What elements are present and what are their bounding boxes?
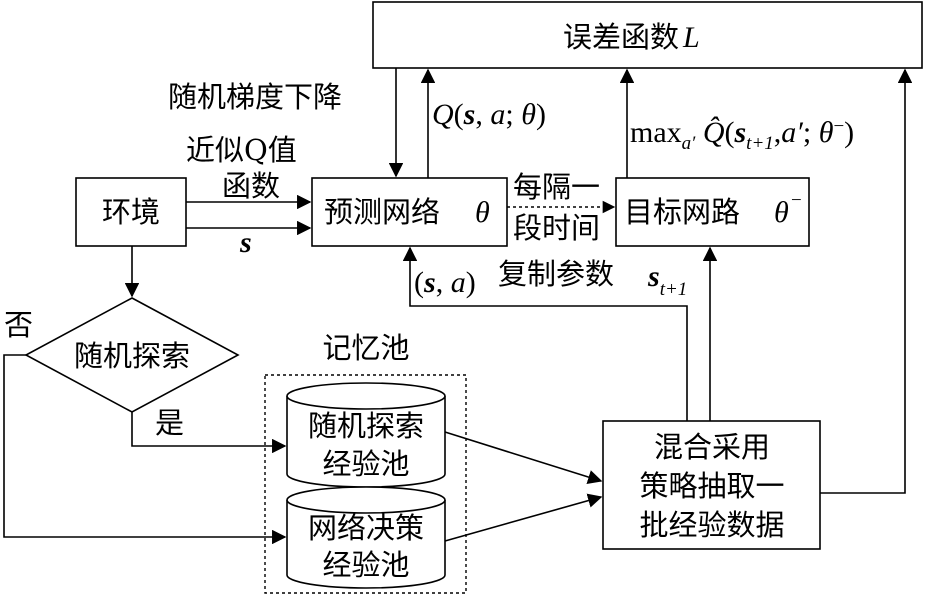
memory-pool-label: 记忆池 [322, 331, 409, 365]
svg-text:maxa′ Q̂(st+1,a′; θ−): maxa′ Q̂(st+1,a′; θ−) [630, 116, 854, 154]
svg-text:(s, a): (s, a) [414, 266, 476, 299]
edge-sa [402, 246, 688, 421]
memory-pool: 记忆池 [264, 331, 467, 594]
loss-function-symbol: L [682, 21, 700, 54]
state-label: s [239, 226, 252, 259]
svg-text:Q(s, a; θ): Q(s, a; θ) [432, 98, 546, 131]
environment-label: 环境 [102, 195, 160, 229]
approx-q-label-2: 函数 [222, 169, 280, 203]
every-interval-label-2: 段时间 [513, 211, 600, 245]
sgd-label: 随机梯度下降 [168, 80, 342, 114]
prediction-network-label: 预测网络 [324, 195, 440, 229]
network-pool-line2: 经验池 [322, 548, 409, 582]
target-network-label: 目标网路 [624, 195, 740, 229]
no-label: 否 [4, 308, 33, 342]
edge-random-pool-to-mixed [444, 431, 603, 484]
prediction-network-symbol: θ [475, 196, 490, 229]
loss-function-box: 误差函数 L [372, 1, 923, 69]
svg-text:st+1: st+1 [647, 260, 687, 300]
s-next-label: st+1 [647, 260, 687, 300]
edge-no [3, 354, 287, 545]
edge-network-pool-to-mixed [444, 493, 603, 542]
random-pool-cylinder: 随机探索 经验池 [286, 382, 446, 488]
yes-label: 是 [155, 406, 184, 440]
mixed-sampling-line2: 策略抽取一 [639, 469, 784, 503]
mixed-sampling-box: 混合采用 策略抽取一 批经验数据 [602, 420, 821, 550]
edge-mixed-to-loss [820, 68, 913, 494]
prediction-network-box: 预测网络 θ [311, 177, 508, 247]
target-network-symbol: θ [774, 196, 789, 229]
random-explore-diamond: 随机探索 [24, 297, 240, 413]
approx-q-label-1: 近似Q值 [186, 133, 297, 167]
q-pred-label: Q(s, a; θ) [432, 98, 546, 131]
mixed-sampling-line1: 混合采用 [654, 430, 770, 464]
loss-function-label: 误差函数 [563, 20, 679, 54]
copy-params-label: 复制参数 [498, 257, 614, 291]
sa-label: (s, a) [414, 266, 476, 299]
every-interval-label-1: 每隔一 [513, 170, 600, 204]
network-pool-cylinder: 网络决策 经验池 [286, 486, 446, 589]
environment-box: 环境 [75, 177, 187, 247]
random-pool-line2: 经验池 [322, 447, 409, 481]
random-explore-label: 随机探索 [74, 339, 190, 373]
network-pool-line1: 网络决策 [308, 511, 424, 545]
target-network-sup: − [791, 190, 802, 211]
edge-yes [131, 412, 287, 454]
target-network-box: 目标网路 θ − [615, 177, 810, 247]
random-pool-line1: 随机探索 [308, 409, 424, 443]
mixed-sampling-line3: 批经验数据 [639, 508, 784, 542]
q-target-label: maxa′ Q̂(st+1,a′; θ−) [630, 116, 854, 154]
